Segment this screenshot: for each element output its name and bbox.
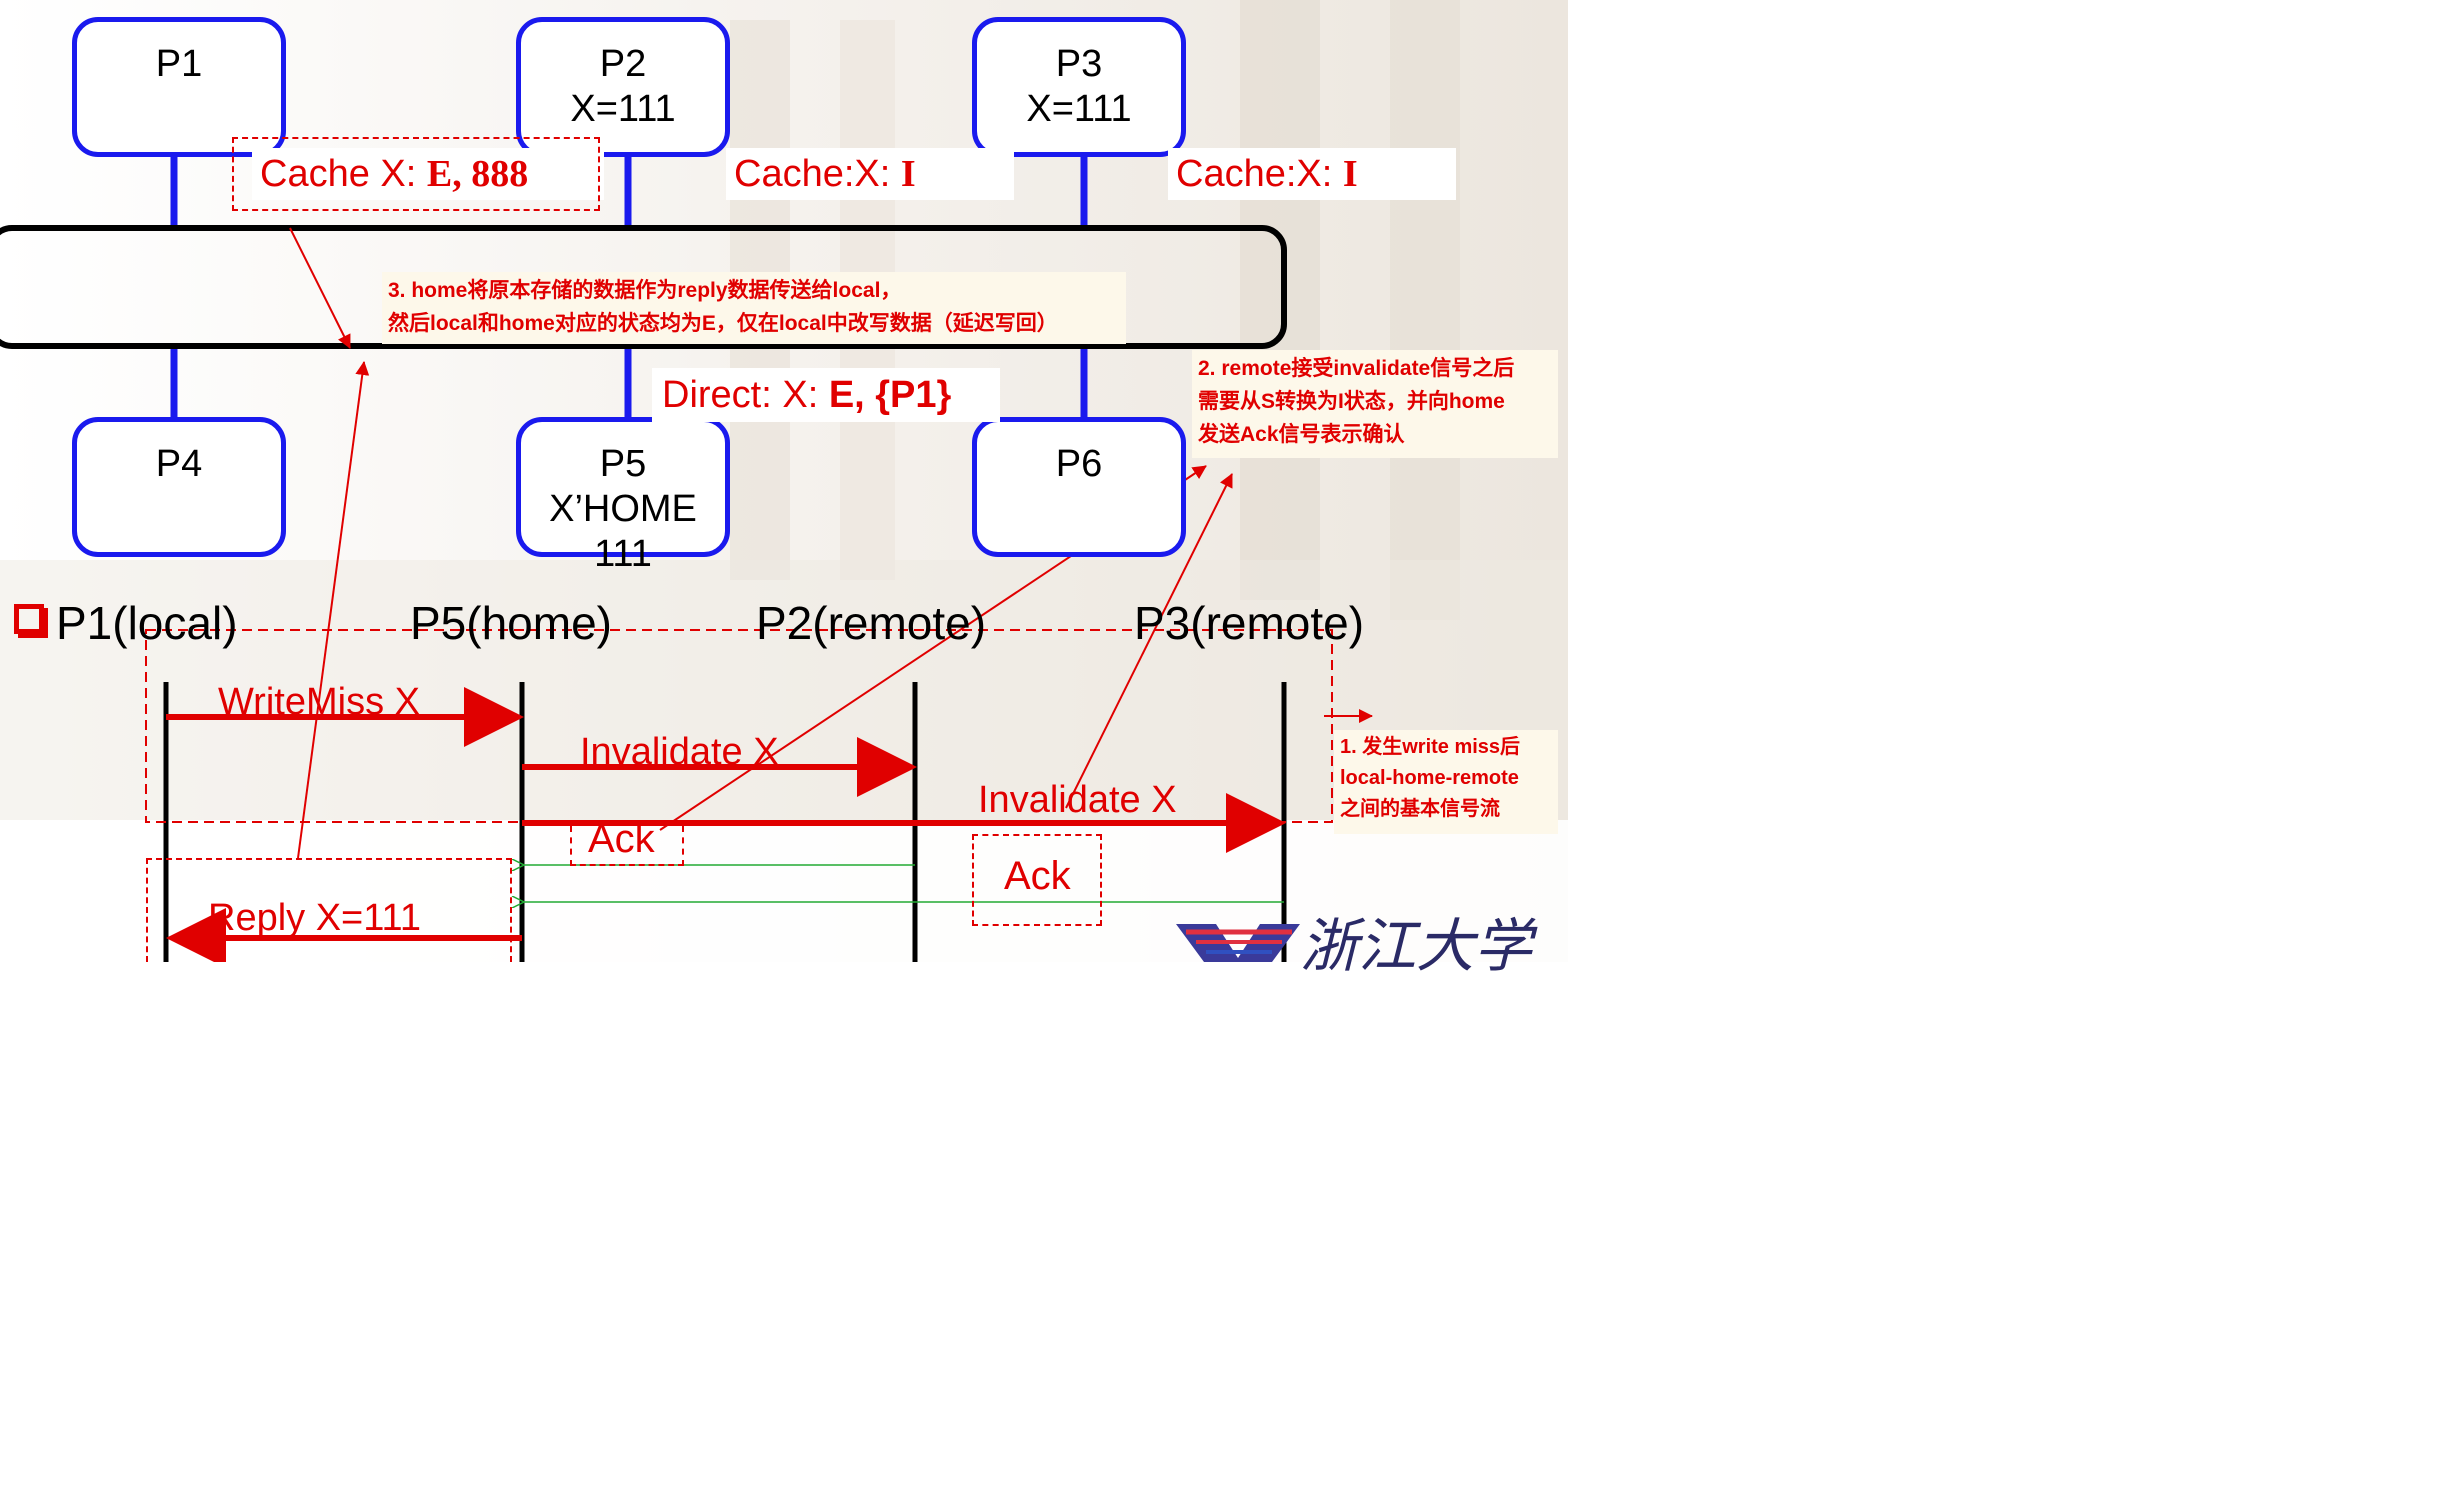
cache-prefix: Cache X: xyxy=(260,153,427,195)
note-line: 需要从S转换为I状态，并向home xyxy=(1198,390,1505,413)
cache-prefix: Cache:X: xyxy=(1176,153,1343,195)
note-line: 然后local和home对应的状态均为E，仅在local中改写数据（延迟写回） xyxy=(388,312,1058,335)
processor-value: X’HOME xyxy=(549,488,697,530)
processor-label: P4 xyxy=(155,443,203,485)
cache-label-p2: Cache:X: I xyxy=(726,148,1014,200)
ack-p3-label: Ack xyxy=(1004,854,1071,898)
cache-state: I xyxy=(1342,153,1358,195)
processor-label: P2 xyxy=(599,43,647,85)
processor-p2: P2 X=111 xyxy=(516,17,730,157)
processor-p4: P4 xyxy=(72,417,286,557)
directory-state: E, {P1} xyxy=(828,374,952,416)
processor-label: P3 xyxy=(1055,43,1103,85)
processor-value: X=111 xyxy=(1026,88,1132,130)
pointer-ack-p3 xyxy=(1065,473,1233,809)
note-line: 1. 发生write miss后 xyxy=(1340,736,1521,758)
cache-state: E xyxy=(426,153,453,195)
processor-label: P6 xyxy=(1055,443,1103,485)
ack-p2-label: Ack xyxy=(588,817,655,861)
ack-p3-frame xyxy=(972,834,1102,926)
diagram-canvas xyxy=(0,150,1373,962)
note-step3: 3. home将原本存储的数据作为reply数据传送给local， 然后loca… xyxy=(382,272,1126,344)
pointer-cache-e xyxy=(289,227,351,349)
ack-p2-frame xyxy=(570,826,684,866)
note-line: 3. home将原本存储的数据作为reply数据传送给local， xyxy=(388,279,902,302)
note-line: 之间的基本信号流 xyxy=(1340,798,1500,820)
processor-p6: P6 xyxy=(972,417,1186,557)
university-emblem-icon xyxy=(1176,924,1300,962)
cache-label-p1: Cache X: E, 888 xyxy=(252,148,604,200)
reply-frame xyxy=(146,858,512,962)
role-p1-local: P1(local) xyxy=(56,597,238,649)
note-line: 发送Ack信号表示确认 xyxy=(1198,423,1405,446)
bus-connectors xyxy=(170,150,1088,420)
interconnect-bus xyxy=(0,225,1287,349)
processor-p5: P5 X’HOME 111 xyxy=(516,417,730,575)
processor-p1: P1 xyxy=(72,17,286,157)
msg-invalidate-p3: Invalidate X xyxy=(978,779,1177,821)
processor-label: P1 xyxy=(155,43,203,85)
note-step2: 2. remote接受invalidate信号之后 需要从S转换为I状态，并向h… xyxy=(1192,350,1558,458)
cache-label-p3: Cache:X: I xyxy=(1168,148,1456,200)
cache-label-p1-frame xyxy=(232,137,600,211)
role-p2-remote: P2(remote) xyxy=(756,597,987,649)
role-p5-home: P5(home) xyxy=(410,597,612,649)
cache-value: 888 xyxy=(471,153,529,195)
university-logo-text: 浙江大学 xyxy=(1300,912,1533,980)
processor-value: 111 xyxy=(594,533,652,575)
processor-p3: P3 X=111 xyxy=(972,17,1186,157)
cache-state: I xyxy=(900,153,916,195)
note-step1: 1. 发生write miss后 local-home-remote 之间的基本… xyxy=(1334,730,1558,834)
role-p3-remote: P3(remote) xyxy=(1134,597,1365,649)
msg-invalidate-p2: Invalidate X xyxy=(580,731,779,773)
msg-write-miss: WriteMiss X xyxy=(218,681,420,723)
processor-value: X=111 xyxy=(570,88,676,130)
pointer-reply xyxy=(297,361,370,859)
note-line: 2. remote接受invalidate信号之后 xyxy=(1198,357,1515,380)
directory-prefix: Direct: X: xyxy=(662,374,829,416)
directory-label: Direct: X: E, {P1} xyxy=(652,368,1000,422)
note-line: local-home-remote xyxy=(1340,767,1519,789)
bullet-icon xyxy=(14,604,44,634)
cache-prefix: Cache:X: xyxy=(734,153,901,195)
processor-label: P5 xyxy=(599,443,647,485)
msg-reply: Reply X=111 xyxy=(208,897,422,939)
